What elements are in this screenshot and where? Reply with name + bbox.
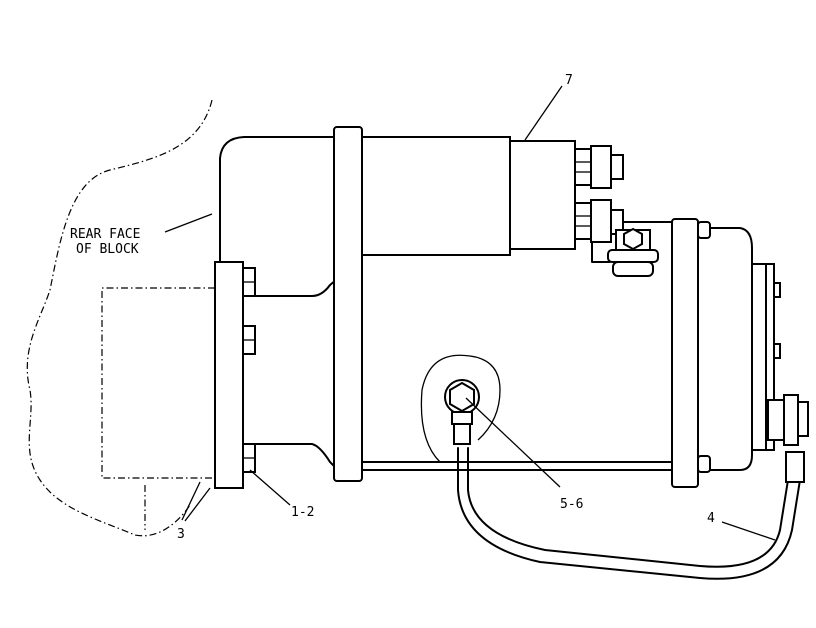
callout-5-6: 5-6: [560, 497, 583, 512]
mounting-flange: [214, 261, 244, 489]
leader-rear-face: [164, 213, 213, 233]
callout-7: 7: [565, 73, 573, 88]
ground-terminal: [767, 394, 809, 446]
solenoid-terminal-upper: [574, 145, 624, 189]
callout-4: 4: [707, 511, 715, 526]
leader-3a: [181, 481, 201, 521]
motor-body: [361, 221, 673, 471]
nose-housing: [254, 279, 337, 469]
leader-4: [721, 521, 776, 541]
ground-cable-lug-end: [785, 451, 805, 483]
commutator-end-cap: [709, 227, 753, 471]
leader-5-6: [465, 397, 561, 488]
ground-lug: [444, 379, 480, 445]
leader-1-2: [249, 469, 291, 506]
ground-cable-outer: [457, 447, 801, 580]
mounting-bolt-top: [242, 267, 256, 297]
commutator-end-ring: [671, 218, 699, 488]
solenoid-cap: [509, 140, 576, 250]
drive-end-ring: [333, 126, 363, 482]
label-rear-face: REAR FACE: [70, 227, 140, 242]
lug-clearance-outline: [420, 354, 501, 463]
mounting-bolt-middle: [242, 325, 256, 355]
engine-block-outline: [26, 99, 213, 537]
callout-1-2: 1-2: [291, 505, 314, 520]
adapter-housing-dashed: [101, 287, 215, 479]
label-of-block: OF BLOCK: [76, 242, 139, 257]
solenoid-rear-cover: [219, 136, 337, 263]
solenoid-body: [361, 136, 511, 256]
leader-3b: [184, 487, 211, 522]
mounting-bolt-bottom: [242, 443, 256, 473]
solenoid-terminal-lower: [574, 199, 624, 243]
ground-cable-inner: [467, 447, 789, 568]
leader-7: [524, 85, 563, 141]
connection-strap: [591, 241, 611, 263]
field-terminal: [607, 227, 659, 277]
callout-3: 3: [177, 527, 185, 542]
